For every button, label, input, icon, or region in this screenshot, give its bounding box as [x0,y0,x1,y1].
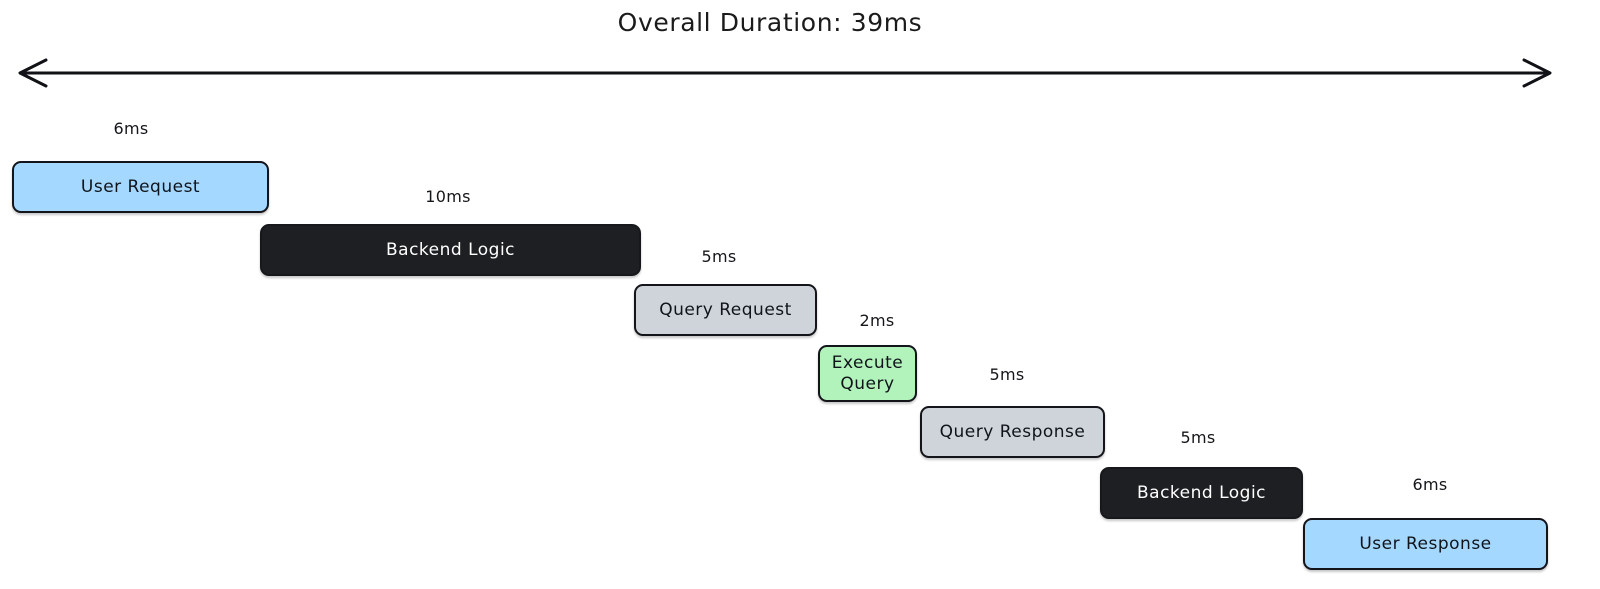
task-bar-label: User Request [80,176,201,197]
task-bar-label: User Response [1359,533,1492,554]
task-bar[interactable]: Query Response [920,406,1105,458]
task-duration-label: 5ms [1180,428,1216,447]
task-duration-label: 10ms [425,187,471,206]
task-duration-label: 5ms [701,247,737,266]
task-bar-label: Query Response [939,421,1086,442]
task-duration-label: 6ms [1412,475,1448,494]
task-bar-label: Backend Logic [385,239,516,260]
task-bar[interactable]: User Response [1303,518,1548,570]
arrow-right-icon [1522,58,1552,88]
task-bar-label: Query Request [659,299,792,320]
task-bar-label: Backend Logic [1136,482,1267,503]
task-duration-label: 6ms [113,119,149,138]
task-bar[interactable]: Backend Logic [1100,467,1303,519]
task-bar[interactable]: User Request [12,161,269,213]
task-bar[interactable]: Backend Logic [260,224,641,276]
task-duration-label: 2ms [859,311,895,330]
task-bar-label: Execute Query [831,353,904,394]
arrow-left-icon [18,58,48,88]
page-title: Overall Duration: 39ms [617,8,923,37]
task-bar[interactable]: Execute Query [818,345,917,402]
time-axis [18,58,1552,88]
task-bar[interactable]: Query Request [634,284,817,336]
task-duration-label: 5ms [989,365,1025,384]
